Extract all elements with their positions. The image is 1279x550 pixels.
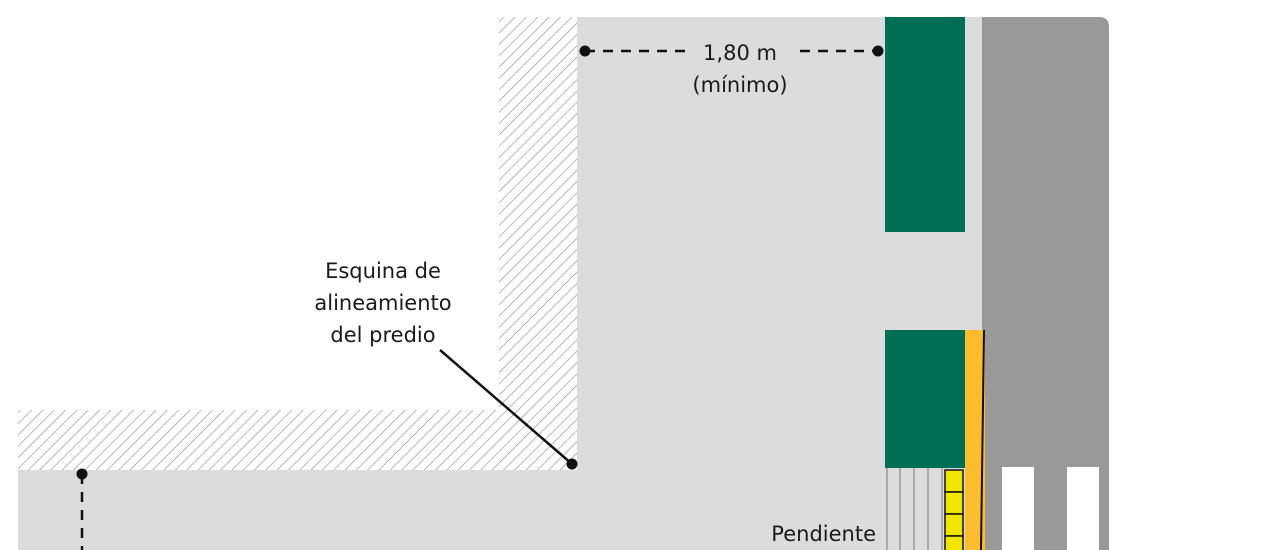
lower-dimension-marker <box>76 468 88 480</box>
dimension-line <box>579 45 884 57</box>
crosswalk-stripe <box>1067 467 1099 550</box>
corner-label-line2: alineamiento <box>314 291 451 315</box>
corner-label-line3: del predio <box>330 323 435 347</box>
ramp-edge <box>965 330 985 550</box>
dimension-marker <box>872 45 884 57</box>
property-hatch-horizontal <box>18 410 499 470</box>
slope-label: Pendiente <box>771 522 876 546</box>
tactile-tiles <box>944 469 964 550</box>
ramp-slope-lines <box>886 468 943 550</box>
curb-line <box>980 329 985 550</box>
corner-leader-line <box>439 349 573 465</box>
corner-label-line1: Esquina de <box>325 259 441 283</box>
green-strip-top <box>885 17 965 232</box>
dimension-marker <box>579 45 591 57</box>
green-strip-bottom <box>885 330 965 468</box>
dimension-value: 1,80 m <box>703 41 777 65</box>
sidewalk-horizontal <box>18 470 982 550</box>
crosswalk-stripe <box>1002 467 1034 550</box>
property-hatch-vertical <box>499 17 577 470</box>
corner-marker <box>566 458 578 470</box>
dimension-note: (mínimo) <box>692 73 787 97</box>
road <box>982 17 1109 550</box>
